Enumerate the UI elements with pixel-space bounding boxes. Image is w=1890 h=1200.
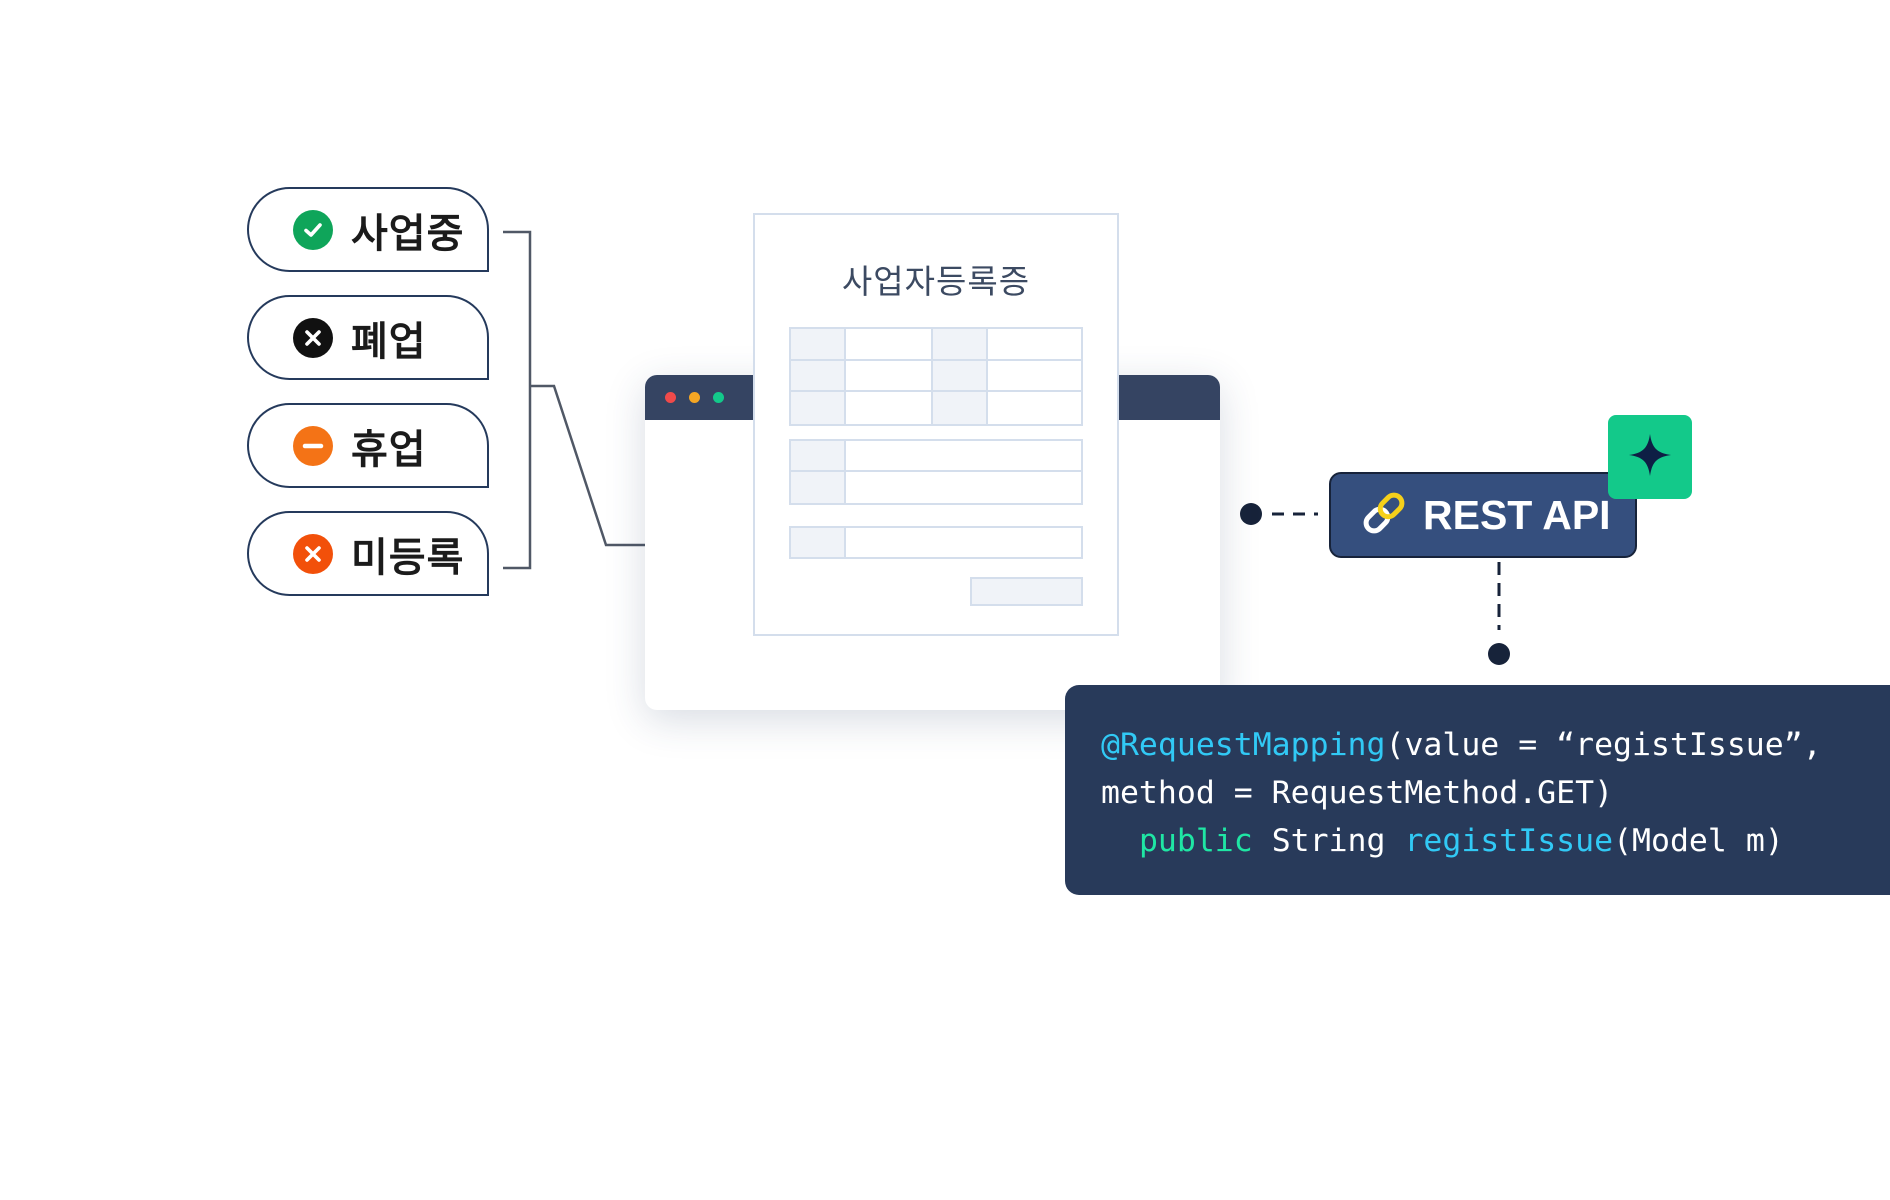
code-line-2: method = RequestMethod.GET) — [1101, 775, 1614, 811]
close-icon — [293, 317, 333, 358]
code-method-name: registIssue — [1404, 823, 1614, 859]
check-icon — [293, 209, 333, 250]
api-label: REST API — [1423, 491, 1611, 538]
code-line-1: @RequestMapping(value = “registIssue”, — [1101, 727, 1822, 763]
status-label: 미등록 — [351, 534, 465, 581]
status-label: 휴업 — [351, 426, 427, 473]
window-maximize-dot — [713, 392, 724, 403]
minus-icon — [293, 425, 333, 466]
code-keyword: public — [1138, 823, 1253, 859]
code-type: String — [1252, 823, 1405, 859]
api-connector-dot-bottom — [1488, 643, 1510, 665]
status-pill-closed: 폐업 — [247, 295, 489, 380]
status-label: 사업중 — [351, 210, 465, 257]
document-signature-box — [970, 577, 1083, 606]
window-minimize-dot — [689, 392, 700, 403]
status-pill-unregistered: 미등록 — [247, 511, 489, 596]
window-close-dot — [665, 392, 676, 403]
code-snippet: @RequestMapping(value = “registIssue”, m… — [1065, 685, 1890, 895]
status-pill-suspended: 휴업 — [247, 403, 489, 488]
code-annotation: @RequestMapping — [1101, 727, 1386, 763]
document-form-table-3 — [789, 526, 1083, 559]
status-pill-active: 사업중 — [247, 187, 489, 272]
document-form-table-1 — [789, 327, 1083, 426]
document-form-table-2 — [789, 439, 1083, 505]
sparkle-icon — [1627, 432, 1673, 482]
close-icon — [293, 533, 333, 574]
document-title: 사업자등록증 — [841, 262, 1031, 301]
api-connector-dot-left — [1240, 503, 1262, 525]
business-registration-document: 사업자등록증 — [753, 213, 1119, 636]
status-label: 폐업 — [351, 318, 427, 365]
code-indent — [1101, 823, 1139, 859]
code-text: (value = “registIssue”, — [1385, 727, 1822, 763]
code-text: (Model m) — [1613, 823, 1784, 859]
rest-api-badge: REST API — [1329, 472, 1637, 558]
status-bracket — [503, 230, 532, 570]
code-line-3: public String registIssue(Model m) — [1101, 823, 1784, 859]
bracket-to-browser-line — [530, 384, 645, 547]
sparkle-badge — [1608, 415, 1692, 499]
link-icon — [1359, 488, 1409, 542]
